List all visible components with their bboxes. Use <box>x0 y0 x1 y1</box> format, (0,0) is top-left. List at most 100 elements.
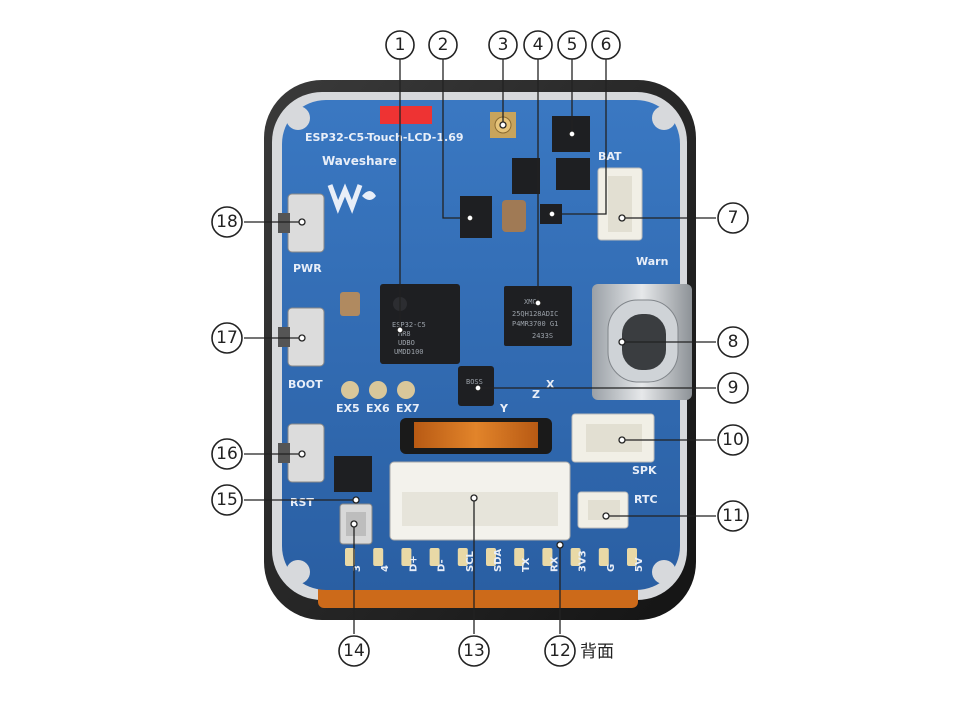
callout-16: 16 <box>211 438 243 470</box>
flash-chip: XMC 25QH128ADIC P4MR3700 G1 2433S <box>504 286 572 346</box>
callout-16-number: 16 <box>216 444 238 464</box>
callout-3-number: 3 <box>498 35 509 55</box>
callout-7-number: 7 <box>728 208 739 228</box>
flash-marking-3: P4MR3700 G1 <box>512 320 558 328</box>
callout-15: 15 <box>211 484 243 516</box>
callout-18-number: 18 <box>216 212 238 232</box>
header-pin-pad <box>457 548 468 566</box>
axis-x-label: X <box>546 378 555 391</box>
rtc-connector <box>577 491 629 529</box>
warn-label: Warn <box>636 255 668 268</box>
callout-2-number: 2 <box>438 35 449 55</box>
imu-marking: BOSS <box>466 378 483 386</box>
side-buttons <box>278 193 325 483</box>
header-pin-label: 3V3 <box>578 550 589 572</box>
header-pin-pad <box>627 548 637 566</box>
ex5-label: EX5 <box>336 402 360 415</box>
header-pin-pad <box>514 548 525 566</box>
ex6-label: EX6 <box>366 402 390 415</box>
sensor-component <box>502 200 526 232</box>
callout-10-number: 10 <box>722 430 744 450</box>
flash-marking-4: 2433S <box>532 332 553 340</box>
header-pin-label: SCL <box>465 550 476 572</box>
ic-2 <box>460 196 492 238</box>
header-pin-label: RX <box>549 556 560 572</box>
callout-14-number: 14 <box>343 641 365 661</box>
callout-6-number: 6 <box>601 35 612 55</box>
callout-9-number: 9 <box>728 378 739 398</box>
header-pin-pad <box>598 548 609 566</box>
boot-label: BOOT <box>288 378 323 391</box>
callout-4-number: 4 <box>533 35 544 55</box>
callout-11: 11 <box>717 500 749 532</box>
brand-label: Waveshare <box>322 154 397 168</box>
ex7-label: EX7 <box>396 402 420 415</box>
ex-pads <box>341 381 415 399</box>
callout-12: 12 <box>544 635 576 667</box>
mcu-marking-3: UDBO <box>398 339 415 347</box>
callout-10: 10 <box>717 424 749 456</box>
header-pin-label: D- <box>437 559 448 572</box>
callout-14: 14 <box>338 635 370 667</box>
mcu-marking-1: ESP32-C5 <box>392 321 426 329</box>
callout-13: 13 <box>458 635 490 667</box>
fpc-connector <box>389 418 571 541</box>
callout-12-number: 12 <box>549 641 571 661</box>
header-pin-pad <box>345 548 355 566</box>
rtc-label: RTC <box>634 493 658 506</box>
board-model-label: ESP32-C5-Touch-LCD-1.69 <box>305 131 464 144</box>
callout-2: 2 <box>428 30 458 60</box>
ic-mosfet <box>512 158 540 194</box>
red-led-strip <box>380 106 432 124</box>
header-pin-label: 3 <box>352 565 363 572</box>
callout-11-number: 11 <box>722 506 744 526</box>
flash-marking-1: XMC <box>524 298 537 306</box>
callout-5-number: 5 <box>567 35 578 55</box>
flash-marking-2: 25QH128ADIC <box>512 310 558 318</box>
header-pin-label: G <box>606 564 617 572</box>
pcb <box>282 100 680 590</box>
callout-12-note: 背面 <box>580 642 614 662</box>
header-pin-pad <box>401 548 412 566</box>
pwr-label: PWR <box>293 262 322 275</box>
rst-label: RST <box>290 496 314 509</box>
callout-5: 5 <box>557 30 587 60</box>
header-pin-pad <box>486 548 496 566</box>
spk-label: SPK <box>632 464 657 477</box>
callout-1-number: 1 <box>395 35 406 55</box>
header-pin-label: 4 <box>380 565 391 572</box>
waveshare-logo <box>327 183 376 214</box>
callout-18: 18 <box>211 206 243 238</box>
axis-y-label: Y <box>499 402 509 415</box>
header-pin-label: TX <box>521 557 532 572</box>
callout-1: 1 <box>385 30 415 60</box>
header-pin-label: 5V <box>634 557 645 572</box>
callout-17: 17 <box>211 322 243 354</box>
callout-13-number: 13 <box>463 641 485 661</box>
esp32-c5-chip: ESP32-C5 HR8 UDBO UMDD100 <box>380 284 460 364</box>
callout-17-number: 17 <box>216 328 238 348</box>
callout-3: 3 <box>488 30 518 60</box>
crystal <box>340 292 360 316</box>
ic-15 <box>334 456 372 492</box>
mcu-marking-4: UMDD100 <box>394 348 424 356</box>
axis-z-label: Z <box>532 388 540 401</box>
speaker-connector <box>571 413 655 463</box>
callout-4: 4 <box>523 30 553 60</box>
callout-9: 9 <box>717 372 749 404</box>
header-pin-pad <box>542 548 553 566</box>
header-pin-label: SDA <box>493 548 504 572</box>
callout-8-number: 8 <box>728 332 739 352</box>
battery-connector <box>597 167 643 241</box>
header-pin-pad <box>373 548 384 566</box>
header-pin-label: D+ <box>408 555 419 572</box>
mcu-marking-2: HR8 <box>398 330 411 338</box>
callout-7: 7 <box>717 202 749 234</box>
callout-8: 8 <box>717 326 749 358</box>
leader-lines <box>244 56 716 634</box>
callout-6: 6 <box>591 30 621 60</box>
header-pin-pad <box>570 548 581 566</box>
header-pin-pad <box>429 548 440 566</box>
